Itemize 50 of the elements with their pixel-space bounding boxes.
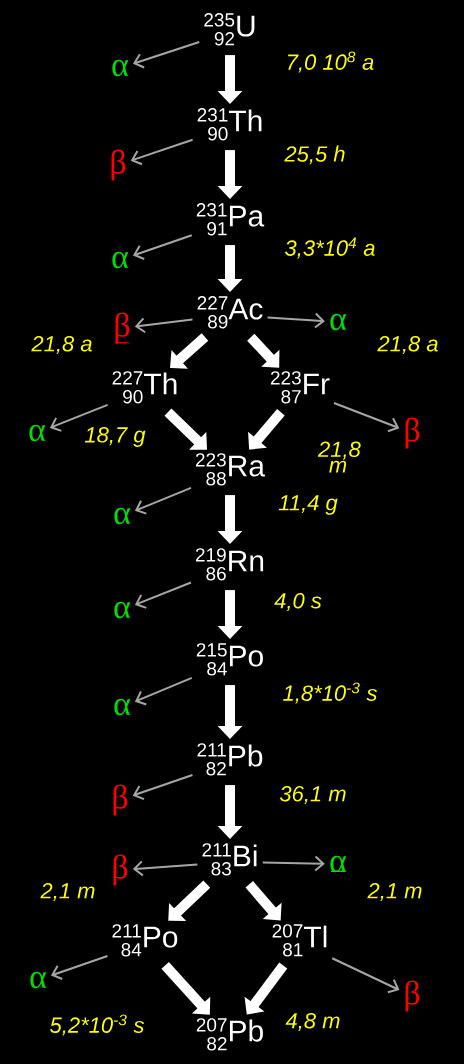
- arrow: [132, 773, 194, 801]
- half-life-label: 21,8 a: [377, 335, 438, 355]
- half-life-label: 2,1 m: [367, 882, 422, 902]
- particle-symbol: α: [330, 313, 347, 331]
- half-life-label: 5,2*10$^{-3}$ s: [50, 1014, 144, 1036]
- half-life-label: 21,8 a: [31, 335, 92, 355]
- arrow: [132, 41, 201, 69]
- arrow: [130, 138, 194, 166]
- arrow: [134, 581, 192, 609]
- half-life-label: 25,5 h: [284, 145, 345, 165]
- arrow: [134, 486, 192, 515]
- half-life-label: 1,8*10$^{-3}$ s: [283, 682, 377, 704]
- arrow: [132, 234, 193, 261]
- block-arrow: [168, 880, 211, 921]
- block-arrow: [170, 333, 209, 369]
- block-arrow: [164, 408, 207, 450]
- particle-symbol: α: [114, 507, 131, 525]
- half-life-label: 7,0 10$^{8}$ a: [288, 51, 374, 73]
- half-life-label: 4,8 m: [285, 1012, 340, 1032]
- particle-symbol: β: [113, 854, 128, 886]
- block-arrow: [245, 881, 282, 921]
- arrow: [331, 957, 400, 994]
- arrow: [261, 855, 325, 872]
- particle-symbol: α: [114, 601, 131, 619]
- block-arrow: [248, 409, 285, 450]
- arrow: [50, 955, 109, 981]
- particle-symbol: α: [114, 698, 131, 716]
- half-life-label: 3,3*10$^{4}$ a: [285, 237, 375, 259]
- arrow: [333, 402, 400, 433]
- particle-symbol: β: [405, 417, 420, 449]
- half-life-label: 36,1 m: [279, 785, 346, 805]
- particle-symbol: α: [112, 59, 129, 77]
- particle-symbol: α: [29, 424, 46, 442]
- half-life-label: 11,4 g: [278, 495, 338, 515]
- half-life-label: 18,7 g: [85, 427, 146, 447]
- particle-symbol: β: [111, 149, 126, 181]
- block-arrow: [247, 333, 280, 368]
- particle-symbol: α: [112, 251, 129, 269]
- particle-symbol: β: [405, 980, 420, 1012]
- half-life-label: 2,1 m: [40, 882, 95, 902]
- arrow: [266, 312, 325, 329]
- arrow: [134, 317, 194, 334]
- particle-symbol: β: [113, 784, 128, 816]
- arrow: [134, 676, 193, 706]
- arrow: [49, 403, 109, 432]
- particle-symbol: α: [30, 971, 47, 989]
- half-life-label: 21,8 m: [317, 441, 361, 473]
- arrow: [132, 860, 199, 877]
- block-arrow: [161, 961, 211, 1015]
- half-life-label: 4,0 s: [274, 592, 322, 612]
